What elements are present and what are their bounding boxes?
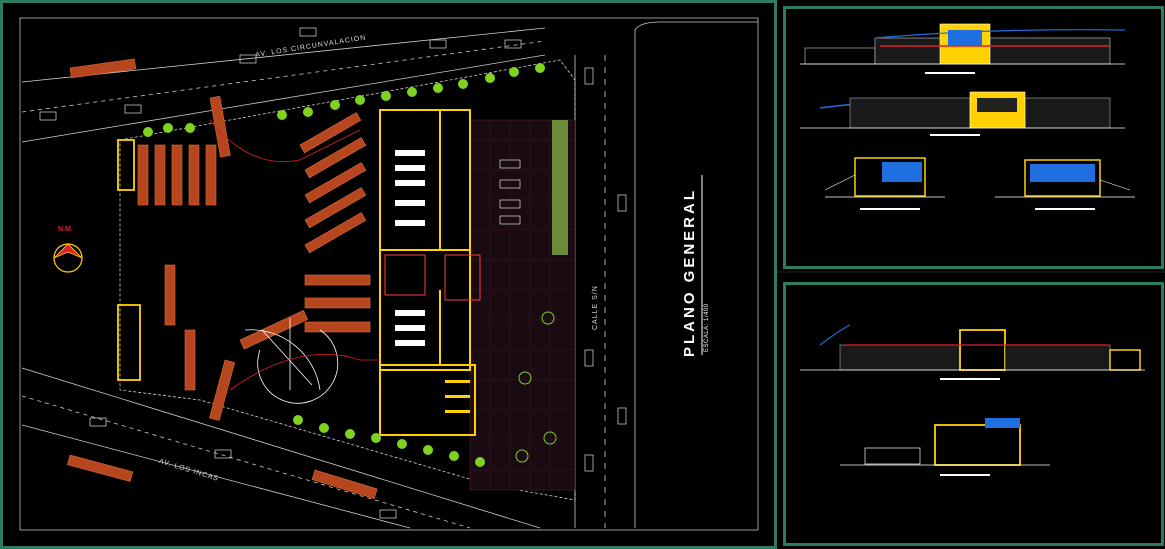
lateral-elevation: [800, 91, 1125, 136]
section-b: [995, 159, 1135, 210]
site-plan-drawing: [19, 17, 759, 531]
trees: [143, 63, 557, 467]
bottom-avenue-lines: [21, 367, 541, 529]
terminal-building: [379, 109, 476, 436]
front-elevation: [800, 23, 1126, 74]
bus-bays: [299, 112, 371, 333]
section-a: [824, 157, 945, 210]
elevations-frame-top: [783, 6, 1164, 269]
north-label: N.M.: [58, 226, 73, 233]
elevations-frame-bottom: [783, 282, 1164, 546]
parked-buses: [137, 95, 309, 421]
longitudinal-section: [800, 324, 1145, 380]
terminal-seating: [395, 150, 425, 346]
site-boundary: [119, 59, 576, 501]
maneuver-arcs: [244, 318, 339, 404]
north-arrow-icon: [53, 243, 83, 273]
top-avenue-lines: [21, 27, 546, 143]
cross-section: [840, 418, 1050, 476]
main-plan-frame: [0, 0, 777, 549]
cars: [39, 27, 627, 519]
